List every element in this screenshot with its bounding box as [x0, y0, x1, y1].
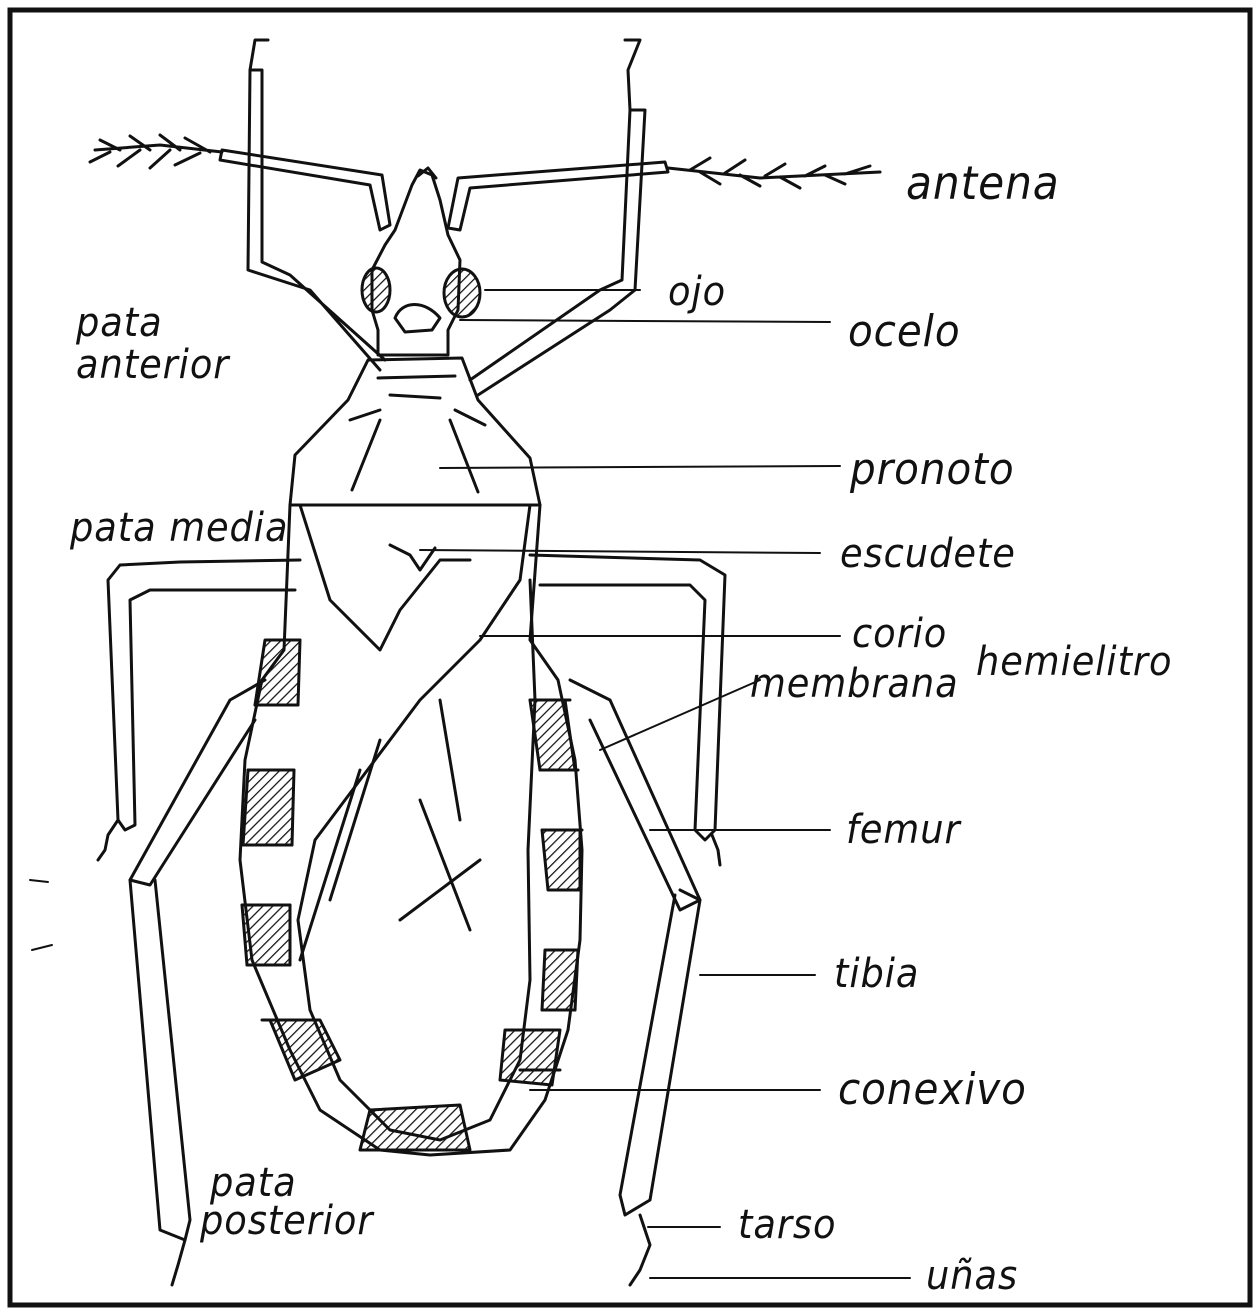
leg-hind-right: [570, 680, 700, 1285]
leader-membrana: [600, 680, 760, 750]
leg-front-right: [470, 40, 645, 395]
label-pronoto: pronoto: [850, 448, 1015, 492]
label-corio: corio: [852, 614, 947, 654]
eye-right: [444, 269, 480, 317]
antenna-left: [90, 135, 390, 230]
label-pata-posterior-1: pata: [210, 1165, 297, 1201]
label-ocelo: ocelo: [848, 310, 961, 354]
leader-ocelo: [460, 320, 830, 322]
label-pata-anterior-2: anterior: [76, 347, 229, 383]
label-pata-posterior-2: posterior: [200, 1203, 373, 1239]
label-pata-anterior-1: pata: [76, 305, 163, 341]
label-tarso: tarso: [738, 1205, 836, 1245]
label-femur: femur: [846, 810, 960, 850]
leader-pronoto: [440, 466, 840, 468]
leg-front-left: [248, 40, 385, 370]
label-antena: antena: [906, 160, 1060, 206]
label-hemielitro: hemielitro: [976, 642, 1172, 682]
label-tibia: tibia: [834, 954, 919, 994]
margin-tick-2: [32, 945, 52, 950]
leader-lines: [30, 290, 910, 1278]
label-conexivo: conexivo: [838, 1068, 1027, 1112]
label-unas: uñas: [926, 1256, 1018, 1296]
leader-escudete: [420, 550, 820, 553]
label-ojo: ojo: [668, 272, 726, 312]
eye-left: [362, 268, 390, 312]
label-membrana: membrana: [750, 664, 959, 704]
margin-tick-1: [30, 880, 48, 882]
label-pata-media: pata media: [70, 508, 288, 548]
label-escudete: escudete: [840, 534, 1016, 574]
antenna-right: [448, 158, 880, 230]
